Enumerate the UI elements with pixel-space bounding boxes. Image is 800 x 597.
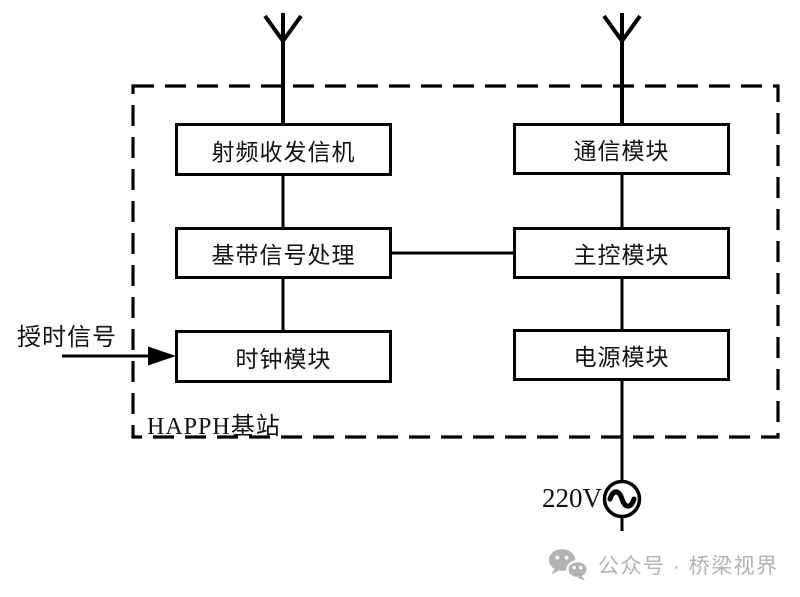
box-clock-module: 时钟模块	[175, 330, 392, 383]
watermark-text: 公众号 · 桥梁视界	[598, 555, 779, 578]
box-power-module-label: 电源模块	[573, 345, 670, 370]
arrow-right-icon	[62, 346, 176, 366]
box-power-module: 电源模块	[513, 329, 730, 381]
box-rf-transceiver: 射频收发信机	[175, 123, 392, 176]
box-main-control-module-label: 主控模块	[573, 243, 670, 268]
mains-voltage-label: 220V	[542, 483, 602, 513]
box-rf-transceiver-label: 射频收发信机	[211, 139, 356, 165]
box-baseband-processing-label: 基带信号处理	[211, 243, 356, 268]
ac-source-icon	[602, 479, 642, 519]
base-station-boundary-dashed-box	[131, 84, 780, 439]
timing-signal-label: 授时信号	[17, 325, 117, 351]
box-main-control-module: 主控模块	[513, 227, 730, 279]
antenna-left-icon	[263, 13, 303, 123]
antenna-right-icon	[602, 13, 642, 123]
wechat-icon	[548, 549, 589, 581]
box-communication-module-label: 通信模块	[573, 139, 670, 164]
base-station-boundary-label: HAPPH基站	[147, 414, 281, 440]
box-baseband-processing: 基带信号处理	[175, 227, 392, 279]
box-communication-module: 通信模块	[513, 123, 730, 175]
watermark: 公众号 · 桥梁视界	[547, 548, 779, 582]
box-clock-module-label: 时钟模块	[235, 346, 332, 372]
